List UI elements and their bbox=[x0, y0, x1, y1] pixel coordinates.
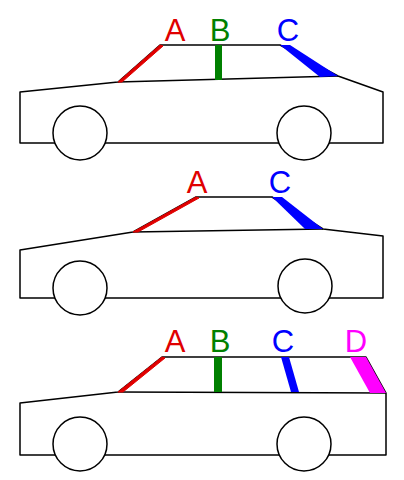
belt-line bbox=[118, 76, 338, 82]
a-pillar bbox=[118, 357, 165, 392]
pillar-label: C bbox=[269, 167, 291, 198]
pillar-label: D bbox=[345, 326, 367, 357]
belt-line bbox=[118, 392, 386, 393]
wheel bbox=[277, 106, 331, 160]
a-pillar bbox=[118, 45, 163, 82]
pillar-label: C bbox=[272, 326, 294, 357]
c-pillar bbox=[280, 45, 338, 77]
pillar-label: A bbox=[165, 15, 186, 46]
d-pillar bbox=[350, 357, 386, 393]
pillar-label: A bbox=[187, 167, 208, 198]
belt-line bbox=[133, 229, 323, 232]
wheel bbox=[53, 261, 107, 315]
a-pillar bbox=[133, 197, 199, 232]
c-pillar bbox=[281, 357, 299, 392]
pillar-label: B bbox=[210, 15, 231, 46]
wheel bbox=[53, 106, 107, 160]
c-pillar bbox=[272, 197, 323, 229]
wheel bbox=[53, 417, 107, 471]
b-pillar bbox=[214, 357, 222, 392]
wheel bbox=[277, 417, 331, 471]
pillar-label: B bbox=[210, 326, 231, 357]
b-pillar bbox=[215, 45, 222, 80]
wheel bbox=[278, 259, 332, 313]
pillar-label: A bbox=[165, 326, 186, 357]
pillar-label: C bbox=[277, 15, 299, 46]
